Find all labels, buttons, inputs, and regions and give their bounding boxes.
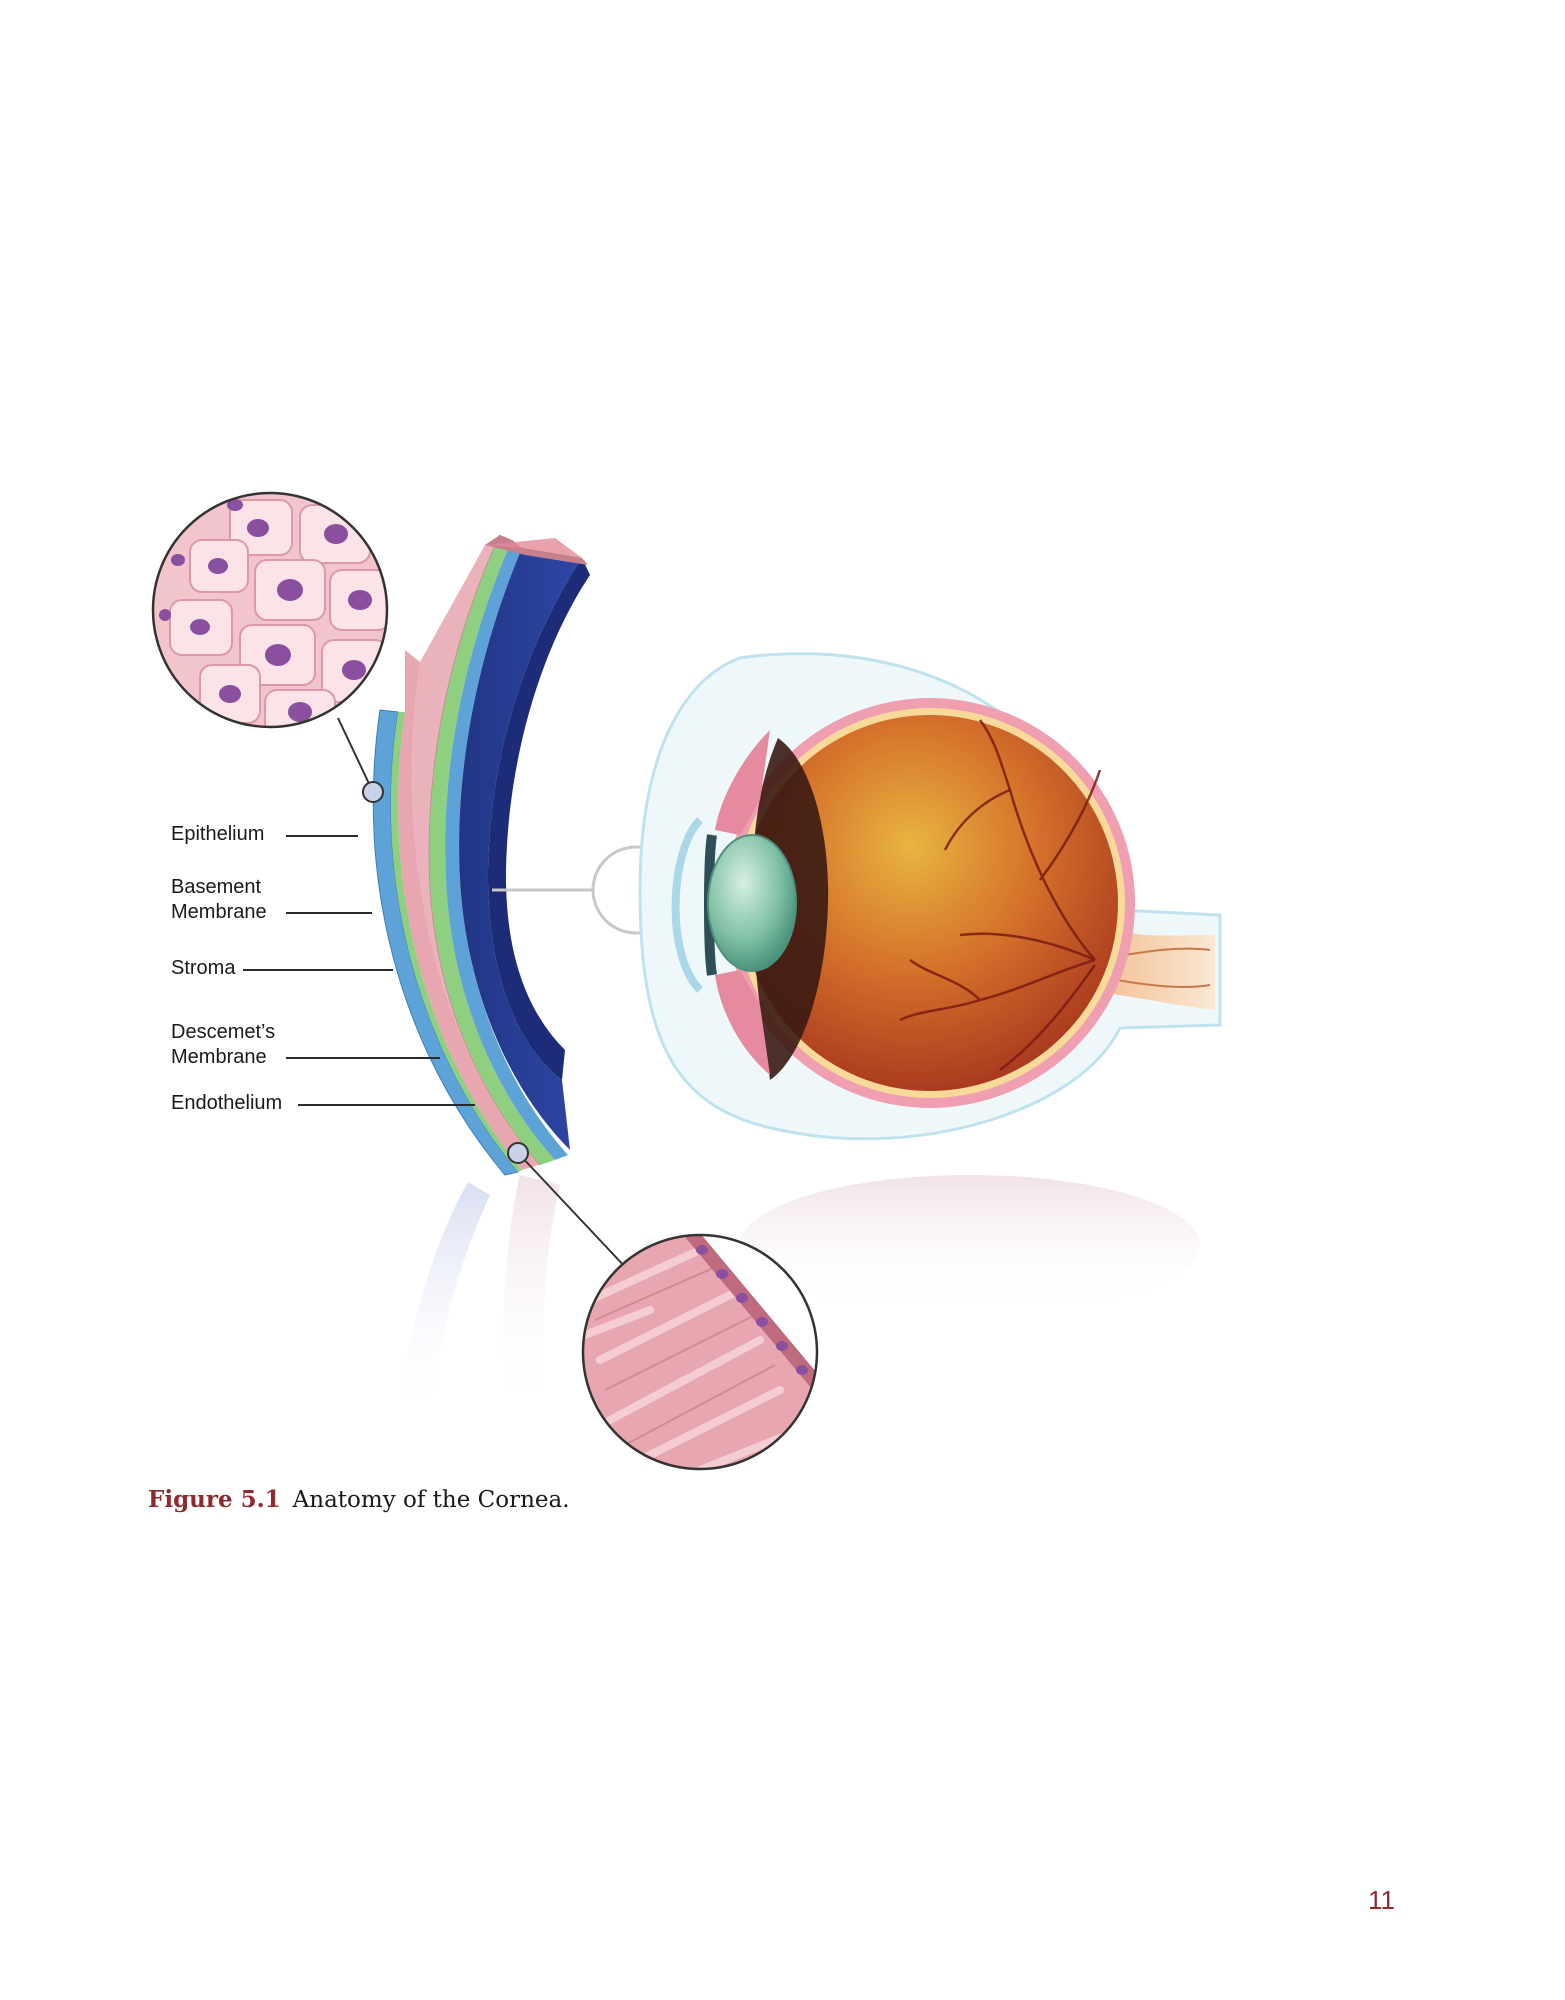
label-stroma: Stroma [171, 957, 236, 979]
stroma-pink-layer [398, 650, 538, 1170]
label-basement-membrane: Basement Membrane [171, 876, 267, 923]
cornea-front [671, 817, 704, 993]
page-number: 11 [1368, 1885, 1395, 1915]
label-leader-lines [243, 835, 475, 1106]
eyeball [638, 652, 1222, 1141]
figure-caption: Figure 5.1 Anatomy of the Cornea. [148, 1486, 570, 1513]
epithelium-marker [362, 781, 384, 803]
magnifier-connectors [337, 717, 629, 1271]
descemet-layer [429, 535, 555, 1165]
endothelium-cells-magnifier [581, 1233, 819, 1471]
label-epithelium: Epithelium [171, 823, 265, 845]
cornea-cross-section [372, 534, 590, 1176]
epithelium-cells-magnifier [151, 491, 389, 729]
stroma-pink-top [412, 535, 540, 1165]
endothelium-marker [507, 1142, 529, 1164]
iris-ciliary [715, 730, 770, 1075]
retinal-vessels [899, 719, 1102, 1071]
stroma-layer [459, 548, 582, 1150]
figure-number: Figure 5.1 [148, 1486, 281, 1513]
figure-caption-text: Anatomy of the Cornea. [292, 1487, 570, 1513]
retina [742, 715, 1118, 1091]
lens [707, 834, 797, 972]
endothelium-layer [445, 540, 568, 1160]
reflection [395, 1175, 1200, 1420]
label-endothelium: Endothelium [171, 1092, 283, 1114]
label-descemets-membrane: Descemet’s Membrane [171, 1021, 276, 1068]
